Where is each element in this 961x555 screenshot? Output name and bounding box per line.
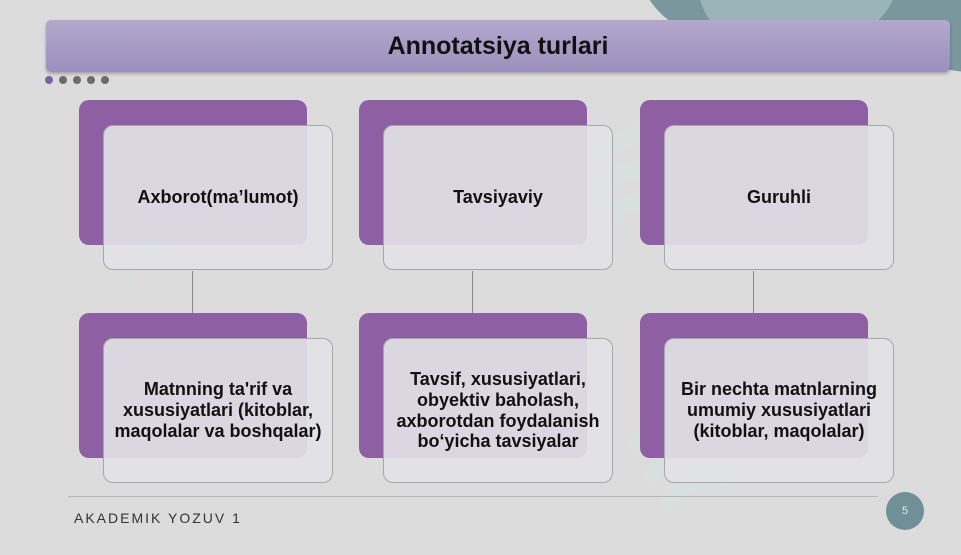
footer-divider bbox=[68, 496, 878, 497]
footer-label: AKADEMIK YOZUV 1 bbox=[74, 510, 242, 526]
heading-box: Guruhli bbox=[664, 125, 894, 270]
title-bar: Annotatsiya turlari bbox=[46, 20, 950, 72]
connector-line bbox=[192, 271, 193, 338]
dot bbox=[45, 76, 53, 84]
annotation-type-column-group: Guruhli Bir nechta matnlarning umumiy xu… bbox=[640, 100, 896, 490]
description-text: Bir nechta matnlarning umumiy xususiyatl… bbox=[680, 379, 878, 441]
dot bbox=[101, 76, 109, 84]
annotation-type-column-info: Axborot(ma’lumot) Matnning ta'rif va xus… bbox=[79, 100, 335, 490]
description-text: Tavsif, xususiyatlari, obyektiv baholash… bbox=[396, 369, 600, 452]
dot bbox=[59, 76, 67, 84]
dot bbox=[73, 76, 81, 84]
annotation-type-column-recommendation: Tavsiyaviy Tavsif, xususiyatlari, obyekt… bbox=[359, 100, 615, 490]
page-number-badge: 5 bbox=[886, 492, 924, 530]
description-box: Bir nechta matnlarning umumiy xususiyatl… bbox=[664, 338, 894, 483]
description-box: Matnning ta'rif va xususiyatlari (kitobl… bbox=[103, 338, 333, 483]
connector-line bbox=[472, 271, 473, 338]
description-text: Matnning ta'rif va xususiyatlari (kitobl… bbox=[114, 379, 322, 441]
slide-dots bbox=[45, 76, 109, 84]
description-box: Tavsif, xususiyatlari, obyektiv baholash… bbox=[383, 338, 613, 483]
heading-box: Axborot(ma’lumot) bbox=[103, 125, 333, 270]
slide-title: Annotatsiya turlari bbox=[387, 31, 609, 60]
dot bbox=[87, 76, 95, 84]
heading-text: Guruhli bbox=[747, 187, 811, 208]
heading-text: Tavsiyaviy bbox=[453, 187, 543, 208]
connector-line bbox=[753, 271, 754, 338]
heading-text: Axborot(ma’lumot) bbox=[137, 187, 299, 208]
heading-box: Tavsiyaviy bbox=[383, 125, 613, 270]
